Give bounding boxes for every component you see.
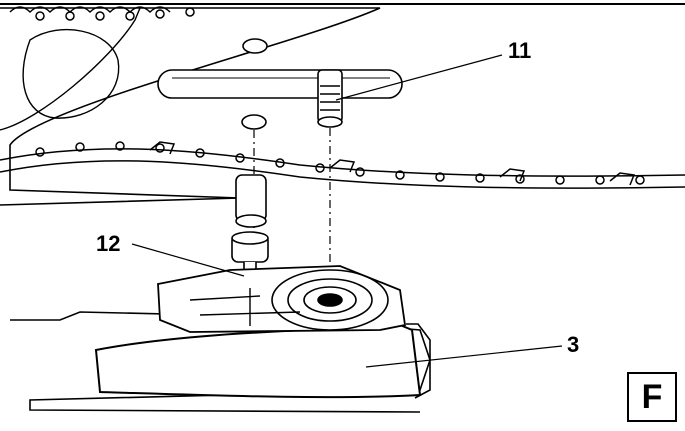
figure-label-box: F — [627, 372, 677, 422]
bar-slot — [157, 69, 403, 99]
leader-line-11 — [335, 54, 503, 101]
bar-hole-pin — [241, 114, 267, 130]
guide-bar — [0, 7, 381, 206]
leader-line-12 — [131, 243, 245, 277]
sprocket-cover — [10, 265, 431, 413]
sprocket-recess — [22, 28, 120, 119]
saw-chain — [0, 141, 685, 189]
callout-12: 12 — [96, 231, 121, 256]
callout-11: 11 — [508, 38, 532, 63]
guide-bar-outline — [0, 7, 141, 131]
bar-hole-top — [242, 38, 268, 54]
chain-tensioner-pin — [231, 174, 269, 292]
leader-line-3 — [365, 345, 563, 368]
clutch-drum — [271, 269, 389, 331]
saw-chain-top — [9, 6, 195, 21]
bar-stud — [317, 69, 343, 128]
callout-3: 3 — [567, 332, 580, 357]
figure-letter: F — [641, 378, 663, 416]
